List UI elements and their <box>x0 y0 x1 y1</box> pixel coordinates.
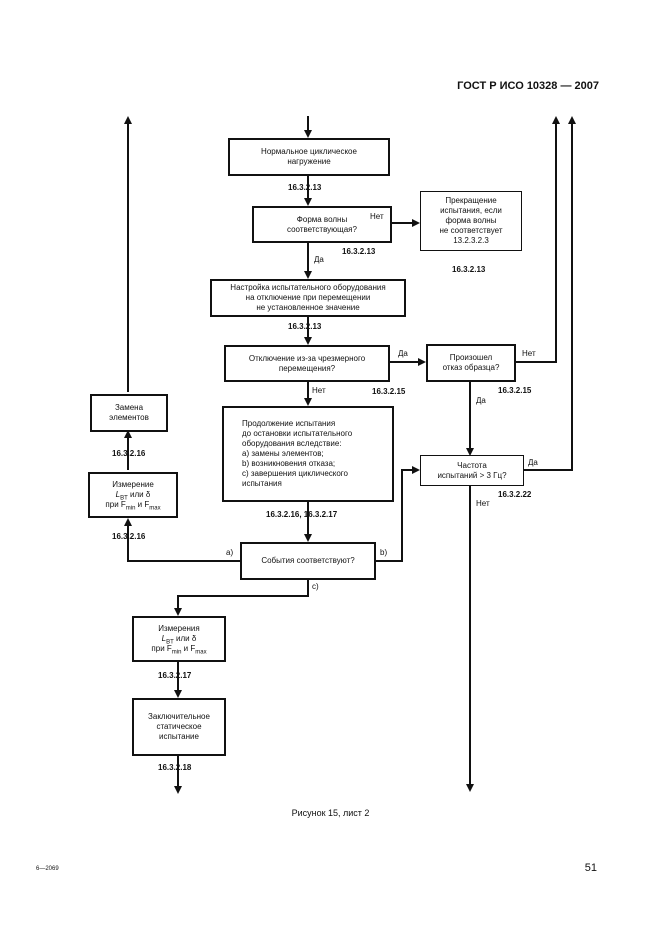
box-line: не соответствует <box>439 226 503 235</box>
box-line: 13.2.3.2.3 <box>453 236 489 245</box>
setup-box: Настройка испытательного оборудования на… <box>210 279 406 317</box>
clause-ref: 16.3.2.13 <box>288 183 322 192</box>
clause-ref: 16.3.2.16, 16.3.2.17 <box>266 510 338 519</box>
normal-cyclic-loading-box: Нормальное циклическое нагружение <box>228 138 390 176</box>
waveform-decision-box: Форма волны соответствующая? <box>252 206 392 243</box>
box-line: b) возникновения отказа; <box>242 459 336 468</box>
box-line: на отключение при перемещении <box>245 293 371 302</box>
box-line: Продолжение испытания <box>242 419 336 428</box>
subscript: max <box>195 649 207 656</box>
clause-ref: 16.3.2.15 <box>372 387 406 396</box>
page-number: 51 <box>584 862 597 874</box>
document-header: ГОСТ Р ИСО 10328 — 2007 <box>457 80 599 92</box>
box-line: при Fmin и Fmax <box>151 644 207 656</box>
footer-print-code: 6—2069 <box>36 866 59 872</box>
box-line: нагружение <box>287 157 331 166</box>
failure-decision-box: Произошел отказ образца? <box>426 344 516 382</box>
box-line: Прекращение <box>445 196 497 205</box>
label-b: b) <box>380 548 388 557</box>
replace-elements-box: Замена элементов <box>90 394 168 432</box>
label-yes: Да <box>398 349 408 358</box>
text: при F <box>151 644 172 653</box>
box-line: Заключительное <box>148 712 210 721</box>
clause-ref: 16.3.2.16 <box>112 532 146 541</box>
box-line: Отключение из-за чрезмерного <box>248 353 366 363</box>
label-a: а) <box>226 548 234 557</box>
box-line: Нормальное циклическое <box>261 147 357 156</box>
box-line: оборудования вследствие: <box>242 439 342 448</box>
clause-ref: 16.3.2.13 <box>288 322 322 331</box>
box-line: События соответствуют? <box>261 556 355 565</box>
subscript: min <box>171 649 182 656</box>
box-line: испытание <box>159 732 199 741</box>
box-line: LBT или δ <box>161 634 197 646</box>
label-no: Нет <box>370 212 384 221</box>
box-line: Произошел <box>449 353 493 362</box>
label-yes: Да <box>314 255 324 264</box>
box-line: Форма волны <box>296 214 348 224</box>
frequency-decision-box: Частота испытаний > 3 Гц? <box>420 455 524 486</box>
text: или δ <box>127 490 151 499</box>
box-line: Частота <box>457 460 487 470</box>
subscript: min <box>125 505 136 512</box>
subscript: BT <box>120 495 128 502</box>
box-line: не установленное значение <box>256 303 360 312</box>
subscript: max <box>149 505 161 512</box>
box-line: испытания <box>242 479 282 488</box>
label-no: Нет <box>312 386 326 395</box>
label-no: Нет <box>476 499 490 508</box>
stop-test-box: Прекращение испытания, если форма волны … <box>420 191 522 251</box>
label-c: c) <box>312 582 319 591</box>
figure-caption: Рисунок 15, лист 2 <box>291 808 370 818</box>
box-line: статическое <box>156 722 202 731</box>
final-static-test-box: Заключительное статическое испытание <box>132 698 226 756</box>
text: при F <box>105 500 126 509</box>
box-line: Настройка испытательного оборудования <box>230 283 386 292</box>
clause-ref: 16.3.2.18 <box>158 763 192 772</box>
clause-ref: 16.3.2.22 <box>498 490 532 499</box>
box-line: LBT или δ <box>115 490 151 502</box>
label-yes: Да <box>476 396 486 405</box>
continue-test-box: Продолжение испытания до остановки испыт… <box>222 406 394 502</box>
box-line: форма волны <box>445 216 497 225</box>
box-line: Измерение <box>112 480 154 489</box>
box-line: с) завершения циклического <box>242 469 348 478</box>
label-no: Нет <box>522 349 536 358</box>
box-line: элементов <box>109 413 149 422</box>
events-decision-box: События соответствуют? <box>240 542 376 580</box>
symbol-L: L <box>161 634 167 643</box>
clause-ref: 16.3.2.16 <box>112 449 146 458</box>
measurement-box-2: Измерения LBT или δ при Fmin и Fmax <box>132 616 226 662</box>
text: или δ <box>173 634 197 643</box>
text: и F <box>181 644 196 653</box>
text: и F <box>135 500 150 509</box>
symbol-L: L <box>115 490 121 499</box>
box-line: отказ образца? <box>442 363 500 372</box>
box-line: при Fmin и Fmax <box>105 500 161 512</box>
label-yes: Да <box>528 458 538 467</box>
box-line: испытания, если <box>440 206 502 215</box>
box-line: испытаний > 3 Гц? <box>437 470 507 480</box>
box-line: до остановки испытательного <box>242 429 353 438</box>
box-line: Измерения <box>158 624 200 633</box>
box-line: Замена <box>114 403 144 412</box>
shutdown-decision-box: Отключение из-за чрезмерного перемещения… <box>224 345 390 382</box>
clause-ref: 16.3.2.15 <box>498 386 532 395</box>
box-line: перемещения? <box>278 363 336 373</box>
clause-ref: 16.3.2.13 <box>452 265 486 274</box>
measurement-box-1: Измерение LBT или δ при Fmin и Fmax <box>88 472 178 518</box>
subscript: BT <box>166 639 174 646</box>
box-line: соответствующая? <box>287 224 357 234</box>
box-line: а) замены элементов; <box>242 449 324 458</box>
clause-ref: 16.3.2.13 <box>342 247 376 256</box>
clause-ref: 16.3.2.17 <box>158 671 192 680</box>
